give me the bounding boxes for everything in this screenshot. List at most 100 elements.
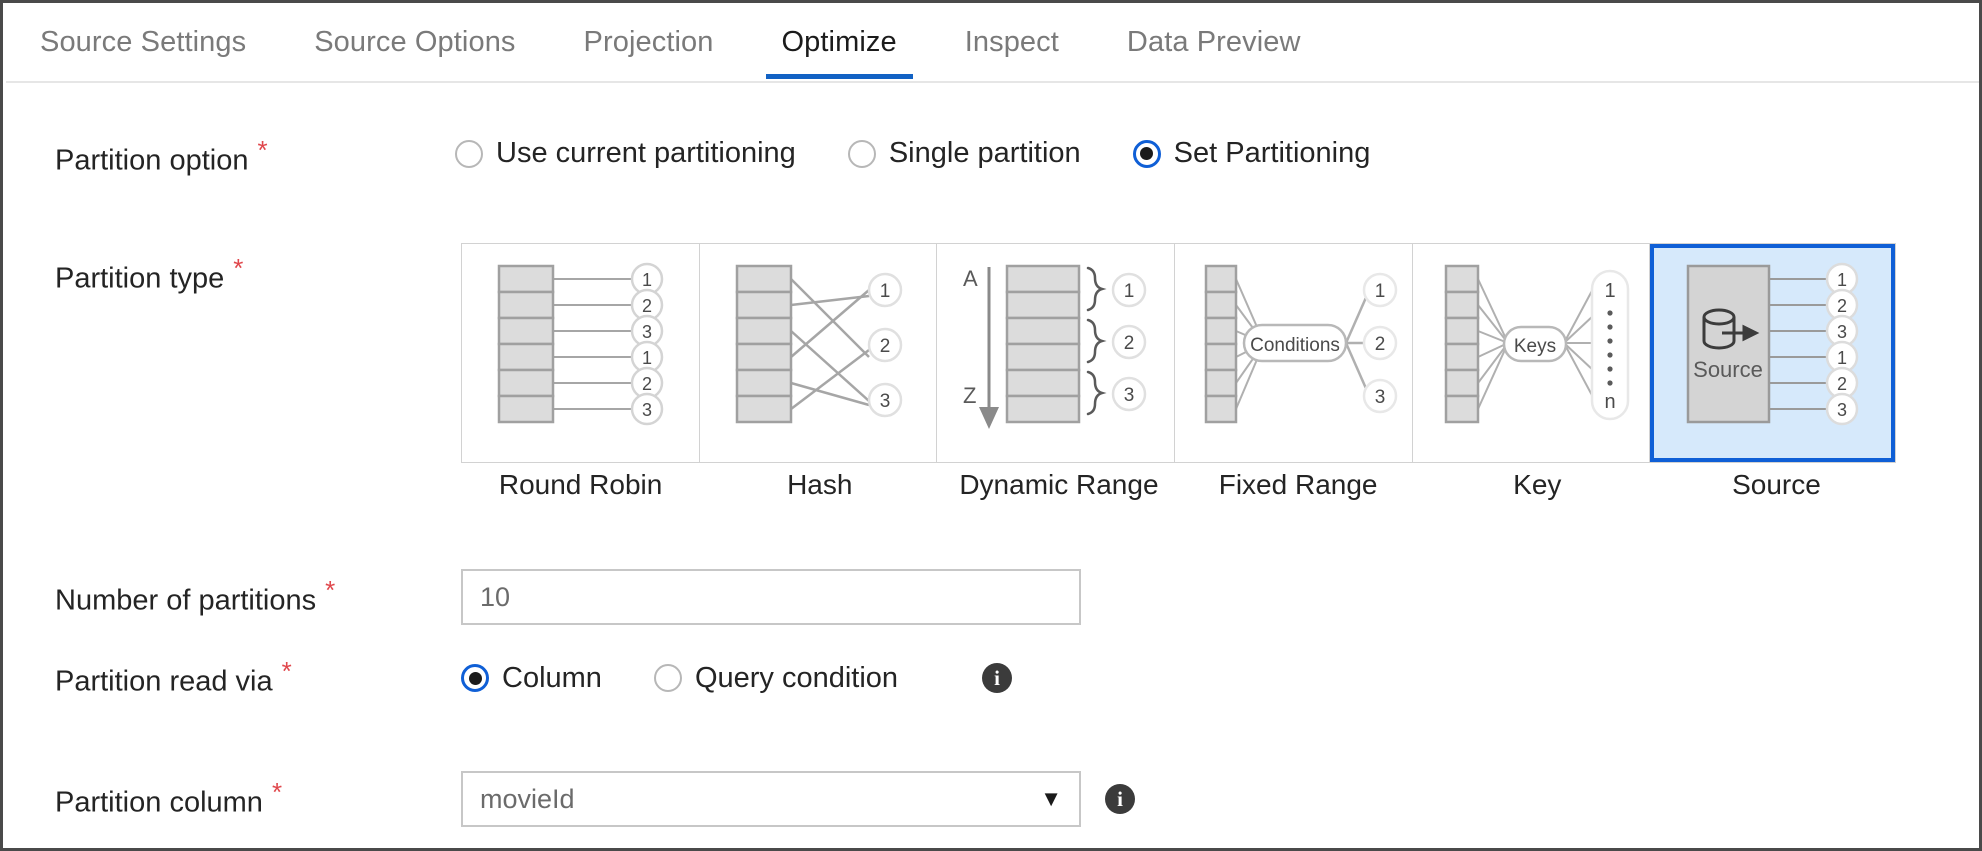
- partition-option-row: Partition option* Use current partitioni…: [55, 137, 1422, 178]
- partition-type-label-row: Partition type*: [55, 255, 243, 296]
- svg-text:3: 3: [1837, 322, 1847, 342]
- radio-label: Single partition: [888, 137, 1081, 169]
- tab-label: Projection: [583, 26, 714, 58]
- partition-column-label: Partition column*: [55, 776, 283, 819]
- card-label-round-robin: Round Robin: [498, 469, 663, 500]
- round-robin-diagram: 1 2 3 1 2 3: [498, 262, 664, 426]
- radio-set-partitioning[interactable]: Set Partitioning: [1132, 137, 1371, 170]
- radio-label: Use current partitioning: [496, 137, 796, 169]
- svg-text:1: 1: [1837, 348, 1847, 368]
- number-of-partitions-input[interactable]: 10: [461, 569, 1081, 625]
- radio-query-condition[interactable]: Query condition: [653, 661, 899, 695]
- dynamic-range-diagram: A Z: [963, 264, 1146, 429]
- partition-read-via-label: Partition read via*: [55, 656, 292, 698]
- partition-option-label: Partition option*: [55, 135, 268, 177]
- database-cylinder-icon: [1702, 308, 1736, 350]
- partition-type-card-strip: 1 2 3 1 2 3: [461, 243, 1896, 463]
- svg-text:3: 3: [642, 400, 652, 420]
- number-of-partitions-label: Number of partitions*: [55, 574, 336, 617]
- svg-text:1: 1: [1123, 281, 1134, 302]
- tab-label: Inspect: [964, 26, 1059, 58]
- svg-text:2: 2: [642, 296, 652, 316]
- svg-text:2: 2: [1837, 296, 1847, 316]
- info-icon[interactable]: i: [982, 663, 1013, 694]
- partition-option-radio-group: Use current partitioning Single partitio…: [455, 137, 1422, 170]
- keys-node-label: Keys: [1514, 336, 1556, 357]
- partition-column-select[interactable]: movieId ▼: [461, 771, 1081, 827]
- number-of-partitions-row: Number of partitions* 10: [55, 569, 1081, 625]
- radio-label: Column: [502, 661, 602, 694]
- axis-bottom-label: Z: [963, 383, 976, 408]
- svg-text:3: 3: [1837, 400, 1847, 420]
- svg-text:1: 1: [880, 281, 891, 302]
- tab-data-preview[interactable]: Data Preview: [1093, 6, 1335, 79]
- svg-text:2: 2: [1837, 374, 1847, 394]
- partition-type-card-labels: Round Robin Hash Dynamic Range Fixed Ran…: [461, 469, 1896, 513]
- svg-text:3: 3: [642, 322, 652, 342]
- svg-text:2: 2: [1375, 334, 1386, 355]
- radio-use-current-partitioning[interactable]: Use current partitioning: [455, 137, 796, 170]
- card-label-dynamic-range: Dynamic Range: [959, 469, 1159, 500]
- radio-label: Query condition: [694, 661, 899, 694]
- card-label-source: Source: [1732, 469, 1821, 500]
- conditions-node-label: Conditions: [1250, 335, 1340, 356]
- svg-text:1: 1: [642, 348, 652, 368]
- tab-bar: Source Settings Source Options Projectio…: [6, 6, 1979, 83]
- partition-read-via-radio-group: Column Query condition: [461, 662, 950, 695]
- partition-type-card-key[interactable]: Keys 1 n: [1412, 244, 1651, 462]
- card-label-key: Key: [1513, 469, 1562, 500]
- svg-text:3: 3: [1123, 385, 1134, 406]
- svg-text:1: 1: [642, 270, 652, 290]
- tab-optimize[interactable]: Optimize: [748, 6, 931, 79]
- axis-top-label: A: [963, 266, 978, 291]
- tab-label: Optimize: [781, 26, 897, 58]
- radio-label: Set Partitioning: [1173, 137, 1371, 169]
- hash-diagram: 1 2 3: [735, 264, 903, 424]
- partition-type-card-round-robin[interactable]: 1 2 3 1 2 3: [462, 244, 700, 462]
- radio-column[interactable]: Column: [461, 662, 602, 695]
- source-node-label: Source: [1693, 357, 1763, 382]
- radio-single-partition[interactable]: Single partition: [847, 137, 1081, 170]
- partition-type-card-dynamic-range[interactable]: A Z: [937, 244, 1176, 462]
- required-asterisk: *: [233, 253, 244, 283]
- partition-type-card-source[interactable]: Source 1 2 3 1 2 3: [1650, 244, 1896, 462]
- radio-circle-selected-icon[interactable]: [461, 664, 489, 693]
- tab-source-settings[interactable]: Source Settings: [6, 6, 280, 79]
- partition-type-card-hash[interactable]: 1 2 3: [699, 244, 938, 462]
- card-label-fixed-range: Fixed Range: [1218, 469, 1378, 500]
- tab-projection[interactable]: Projection: [550, 6, 748, 79]
- select-value: movieId: [480, 783, 575, 814]
- svg-text:3: 3: [1375, 387, 1386, 408]
- tab-inspect[interactable]: Inspect: [931, 6, 1093, 79]
- partition-column-row: Partition column* movieId ▼ i: [55, 771, 1135, 827]
- source-diagram: Source 1 2 3 1 2 3: [1686, 262, 1858, 426]
- partition-type-label: Partition type*: [55, 253, 244, 295]
- key-diagram: Keys 1 n: [1444, 264, 1630, 424]
- radio-circle-selected-icon[interactable]: [1132, 139, 1161, 168]
- info-icon[interactable]: i: [1105, 784, 1135, 814]
- tab-label: Data Preview: [1126, 26, 1301, 58]
- required-asterisk: *: [271, 776, 283, 807]
- tab-source-options[interactable]: Source Options: [280, 6, 549, 79]
- required-asterisk: *: [281, 656, 292, 686]
- radio-circle-icon[interactable]: [455, 139, 483, 168]
- partition-read-via-row: Partition read via* Column Query conditi…: [55, 656, 1013, 699]
- tab-label: Source Options: [314, 26, 516, 58]
- required-asterisk: *: [257, 135, 268, 165]
- svg-text:2: 2: [642, 374, 652, 394]
- required-asterisk: *: [325, 574, 336, 605]
- card-label-hash: Hash: [787, 469, 853, 500]
- svg-text:1: 1: [1837, 270, 1847, 290]
- input-value: 10: [480, 581, 511, 612]
- capsule-bottom-label: n: [1604, 391, 1615, 413]
- radio-circle-icon[interactable]: [847, 139, 876, 168]
- svg-text:2: 2: [880, 336, 891, 357]
- fixed-range-diagram: Conditions 123: [1205, 264, 1398, 424]
- svg-text:2: 2: [1123, 333, 1134, 354]
- tab-label: Source Settings: [40, 26, 247, 58]
- svg-text:3: 3: [880, 391, 891, 412]
- radio-circle-icon[interactable]: [653, 664, 682, 693]
- chevron-down-icon[interactable]: ▼: [1040, 786, 1062, 811]
